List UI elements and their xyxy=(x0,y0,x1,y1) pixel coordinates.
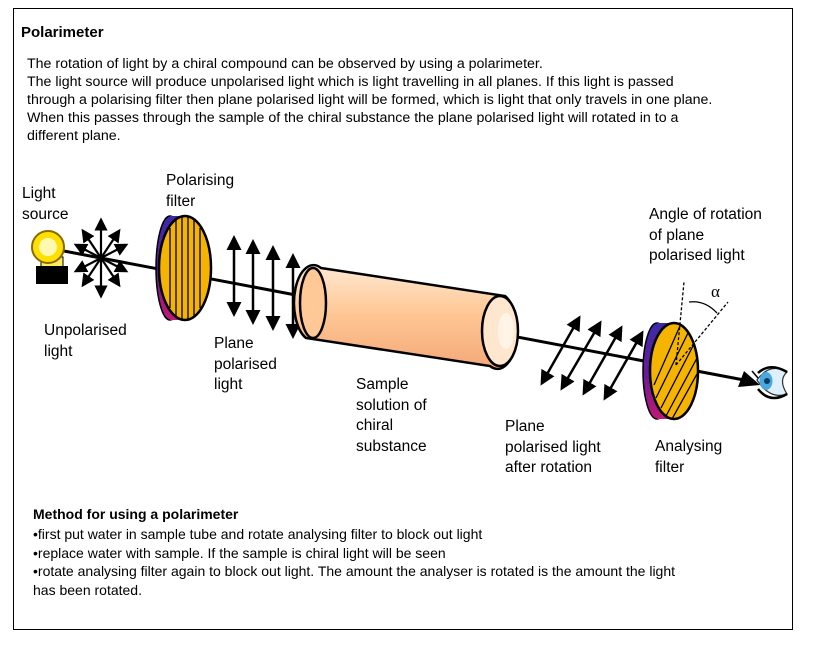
alpha-symbol: α xyxy=(711,282,720,301)
method-item: •first put water in sample tube and rota… xyxy=(33,526,483,542)
analysing-filter xyxy=(642,321,700,421)
intro-line: The light source will produce unpolarise… xyxy=(27,74,674,90)
intro-line: The rotation of light by a chiral compou… xyxy=(27,56,543,72)
sample-tube xyxy=(292,263,520,371)
intro-paragraph: The rotation of light by a chiral compou… xyxy=(27,55,777,145)
rotated-polarised-arrows xyxy=(540,315,644,401)
polarising-filter xyxy=(155,214,213,322)
light-bulb-icon xyxy=(31,230,68,284)
eye-icon xyxy=(751,366,789,400)
beam-arrowhead xyxy=(738,371,760,387)
rotation-angle-indicator xyxy=(675,281,729,366)
page-title: Polarimeter xyxy=(21,24,104,41)
intro-line: When this passes through the sample of t… xyxy=(27,110,679,126)
method-title: Method for using a polarimeter xyxy=(33,506,239,522)
method-item: has been rotated. xyxy=(33,581,142,598)
unpolarised-light-arrows xyxy=(73,217,129,299)
plane-polarised-arrows xyxy=(226,235,301,339)
method-item: •rotate analysing filter again to block … xyxy=(33,563,676,579)
intro-line: different plane. xyxy=(27,128,121,144)
method-item: •replace water with sample. If the sampl… xyxy=(33,544,446,561)
method-list: •first put water in sample tube and rota… xyxy=(33,525,773,599)
intro-line: through a polarising filter then plane p… xyxy=(27,92,713,108)
diagram-frame xyxy=(13,8,793,630)
